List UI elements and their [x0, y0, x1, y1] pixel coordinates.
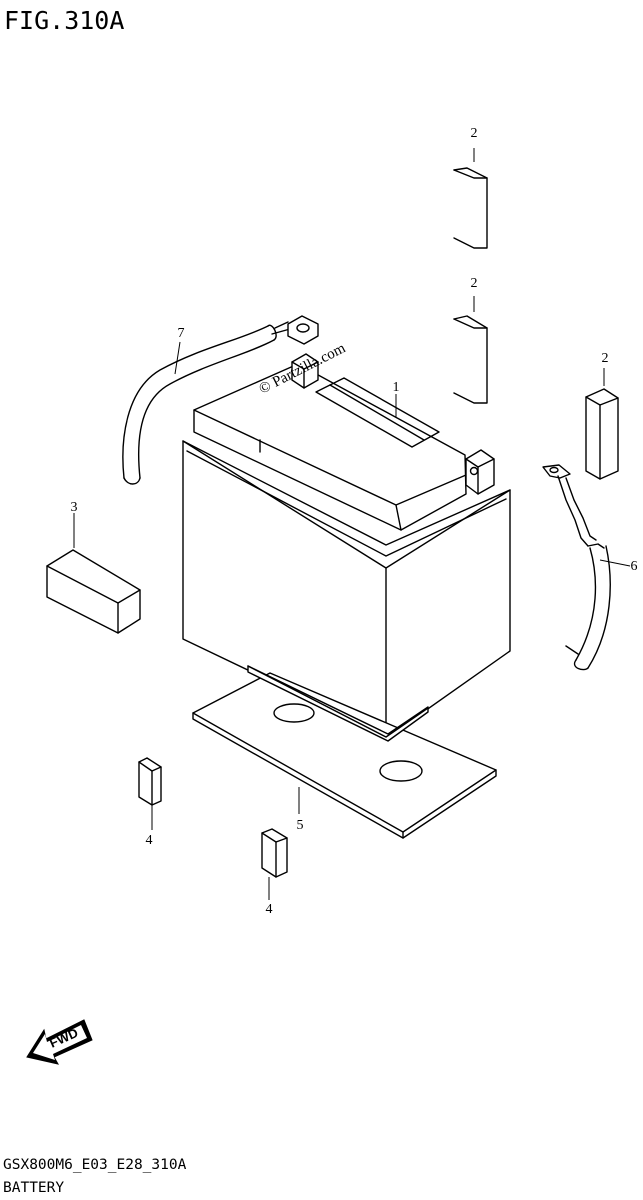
callout-4-bottom[interactable]: 4	[266, 902, 273, 917]
callout-3[interactable]: 3	[71, 500, 78, 515]
callout-4-left[interactable]: 4	[146, 833, 153, 848]
callout-1[interactable]: 1	[393, 380, 400, 395]
pad-4-left[interactable]	[138, 757, 162, 806]
pad-2-right[interactable]	[585, 388, 619, 480]
leader-lines	[73, 148, 631, 900]
battery[interactable]	[182, 353, 511, 738]
callout-7[interactable]: 7	[178, 326, 185, 341]
callout-5[interactable]: 5	[297, 818, 304, 833]
figure-code: GSX800M6_E03_E28_310A	[3, 1157, 187, 1173]
pad-2-top[interactable]	[453, 167, 488, 249]
figure-name: BATTERY	[3, 1180, 64, 1196]
cable-6[interactable]	[542, 464, 611, 671]
callout-2-top[interactable]: 2	[471, 126, 478, 141]
pad-4-bottom[interactable]	[261, 828, 288, 878]
callout-2-right[interactable]: 2	[602, 351, 609, 366]
callouts: 1 2 2 2 3 4 4 5 6 7	[71, 126, 638, 917]
callout-6[interactable]: 6	[631, 559, 638, 574]
cable-7[interactable]	[122, 315, 319, 485]
callout-2-middle[interactable]: 2	[471, 276, 478, 291]
pad-2-middle[interactable]	[453, 315, 488, 404]
figure-title: FIG.310A	[4, 6, 124, 35]
battery-tray[interactable]	[192, 665, 497, 839]
pad-3[interactable]	[46, 549, 141, 634]
fwd-arrow-icon: FWD	[26, 1019, 93, 1065]
